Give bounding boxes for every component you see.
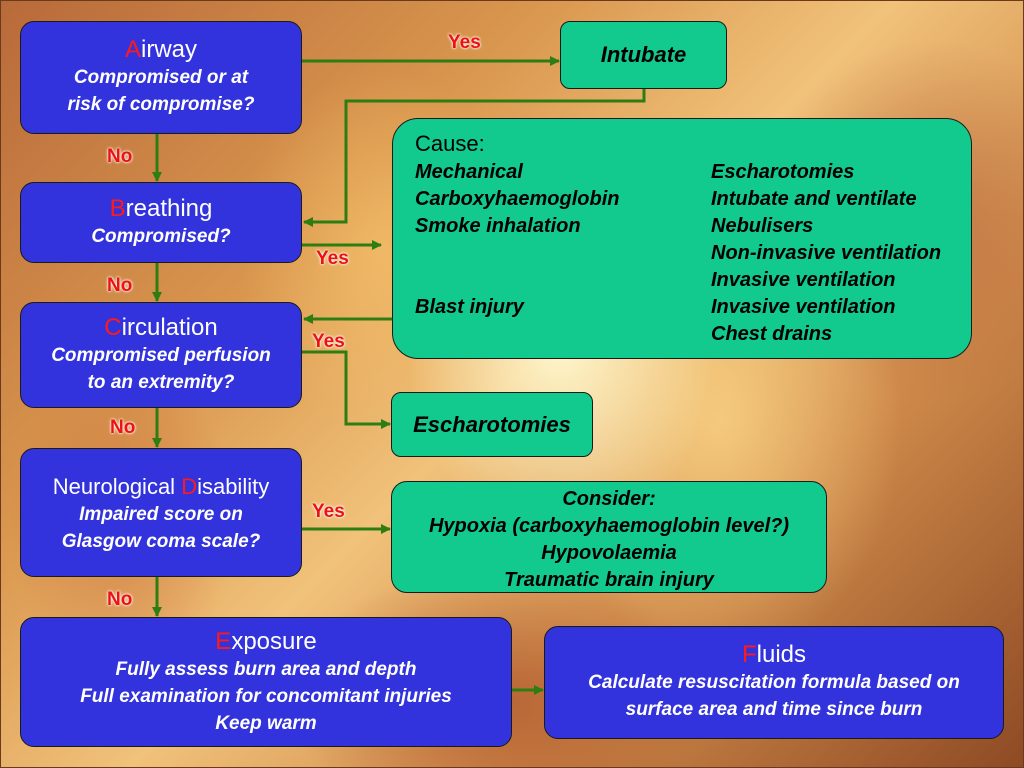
- fluids-box: Fluids Calculate resuscitation formula b…: [544, 626, 1004, 739]
- consider-heading: Consider:: [562, 488, 656, 510]
- circulation-letter: C: [104, 314, 122, 341]
- arrow-circulation-to-escharotomies: [302, 350, 391, 429]
- cause-action: Escharotomies: [711, 161, 855, 183]
- disability-question-line2: Glasgow coma scale?: [61, 531, 261, 552]
- consider-hypovolaemia: Hypovolaemia: [541, 542, 677, 564]
- consider-brain-injury: Traumatic brain injury: [504, 569, 714, 591]
- circulation-title: Circulation: [104, 314, 218, 341]
- exposure-line2: Full examination for concomitant injurie…: [80, 686, 452, 707]
- circulation-question-line1: Compromised perfusion: [51, 345, 271, 366]
- escharotomies-box: Escharotomies: [391, 392, 593, 457]
- circulation-question-line2: to an extremity?: [87, 372, 235, 393]
- exposure-title: Exposure: [215, 628, 317, 655]
- no-label-airway: No: [107, 146, 133, 167]
- consider-hypoxia: Hypoxia (carboxyhaemoglobin level?): [428, 515, 790, 537]
- cause-action: Invasive ventilation: [711, 269, 896, 291]
- fluids-letter: F: [741, 641, 757, 668]
- airway-question-line2: risk of compromise?: [67, 94, 255, 115]
- disability-title: Neurological Disability: [52, 474, 270, 499]
- fluids-line2: surface area and time since burn: [625, 699, 923, 720]
- airway-title: Airway: [124, 36, 198, 63]
- breathing-letter: B: [109, 195, 126, 222]
- exposure-line3: Keep warm: [215, 713, 317, 734]
- breathing-question: Compromised?: [91, 226, 231, 247]
- cause-action: Intubate and ventilate: [711, 188, 917, 210]
- exposure-line1: Fully assess burn area and depth: [115, 659, 417, 680]
- intubate-label: Intubate: [600, 42, 687, 67]
- cause-action: Chest drains: [711, 323, 833, 345]
- yes-label-disability: Yes: [312, 501, 345, 522]
- arrow-intubate-to-breathing: [303, 89, 646, 227]
- airway-letter: A: [124, 36, 141, 63]
- yes-label-circulation: Yes: [312, 331, 345, 352]
- airway-question-line1: Compromised or at: [73, 67, 249, 88]
- exposure-letter: E: [215, 628, 232, 655]
- cause-action: Nebulisers: [711, 215, 814, 237]
- cause-action: Invasive ventilation: [711, 296, 896, 318]
- disability-letter: D: [181, 474, 198, 499]
- fluids-title: Fluids: [741, 641, 807, 668]
- no-label-breathing: No: [107, 275, 133, 296]
- breathing-box: Breathing Compromised?: [20, 182, 302, 263]
- cause-item: Blast injury: [415, 296, 524, 318]
- escharotomies-label: Escharotomies: [413, 412, 571, 437]
- breathing-title: Breathing: [109, 195, 213, 222]
- yes-label-breathing: Yes: [316, 248, 349, 269]
- yes-label-airway: Yes: [448, 32, 481, 53]
- cause-item: Mechanical: [415, 161, 523, 183]
- fluids-line1: Calculate resuscitation formula based on: [588, 672, 960, 693]
- consider-box: Consider: Hypoxia (carboxyhaemoglobin le…: [391, 481, 827, 593]
- no-label-disability: No: [107, 589, 133, 610]
- intubate-box: Intubate: [560, 21, 727, 89]
- disability-box: Neurological Disability Impaired score o…: [20, 448, 302, 577]
- no-label-circulation: No: [110, 417, 136, 438]
- disability-question-line1: Impaired score on: [79, 504, 243, 525]
- cause-item: Smoke inhalation: [415, 215, 581, 237]
- cause-action: Non-invasive ventilation: [711, 242, 942, 264]
- airway-box: Airway Compromised or at risk of comprom…: [20, 21, 302, 134]
- circulation-box: Circulation Compromised perfusion to an …: [20, 302, 302, 408]
- cause-item: Carboxyhaemoglobin: [415, 188, 620, 210]
- cause-heading: Cause:: [415, 131, 485, 156]
- exposure-box: Exposure Fully assess burn area and dept…: [20, 617, 512, 747]
